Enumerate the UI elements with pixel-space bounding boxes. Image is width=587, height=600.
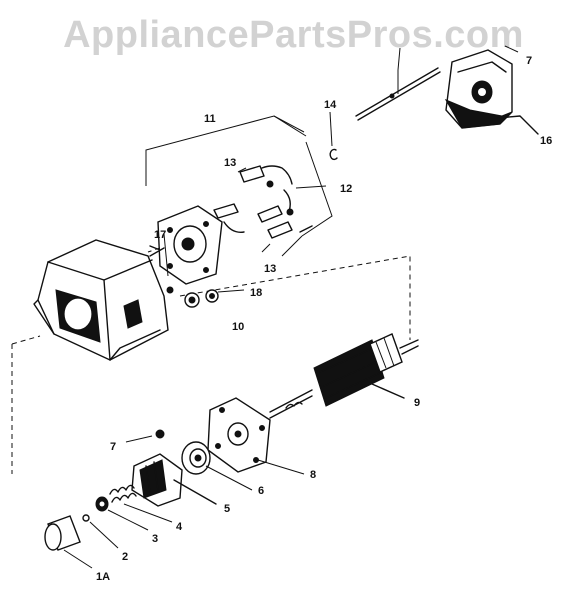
watermark: AppliancePartsPros.com (63, 14, 524, 56)
end-cap-part (444, 49, 539, 135)
callout-7-bottom: 7 (110, 441, 116, 453)
clip-part (329, 111, 338, 161)
callout-17: 17 (154, 229, 166, 241)
callout-8: 8 (310, 469, 316, 481)
spring-part (109, 484, 173, 523)
callout-7-top: 7 (526, 55, 532, 67)
screw-part (125, 429, 165, 443)
callout-1a: 1A (96, 571, 110, 583)
washer-part (95, 496, 149, 531)
callout-2: 2 (122, 551, 128, 563)
callout-14: 14 (324, 99, 337, 111)
callout-13-top: 13 (224, 157, 236, 169)
cap-part (44, 515, 93, 569)
callout-4: 4 (176, 521, 183, 533)
callout-9: 9 (414, 397, 420, 409)
callout-6: 6 (258, 485, 264, 497)
brush-plate-part (149, 205, 223, 285)
motor-housing-part (33, 239, 174, 361)
callout-10: 10 (232, 321, 244, 333)
through-bolt-part (355, 45, 519, 121)
callout-16: 16 (540, 135, 552, 147)
end-plate-part (207, 397, 305, 475)
callout-18: 18 (250, 287, 262, 299)
bearing-part (163, 233, 245, 308)
brush-spring-parts (213, 165, 327, 253)
bracket-group-outline (145, 115, 333, 257)
drive-bearing-part (181, 441, 253, 491)
assembly-phantom-lines (11, 247, 411, 474)
callout-11: 11 (204, 113, 216, 125)
callout-5: 5 (224, 503, 230, 515)
callout-12: 12 (340, 183, 352, 195)
armature-part (269, 333, 419, 419)
callout-13-bottom: 13 (264, 263, 276, 275)
pinion-drive-part (131, 453, 217, 507)
retaining-clip-part (82, 514, 119, 549)
callout-3: 3 (152, 533, 158, 545)
